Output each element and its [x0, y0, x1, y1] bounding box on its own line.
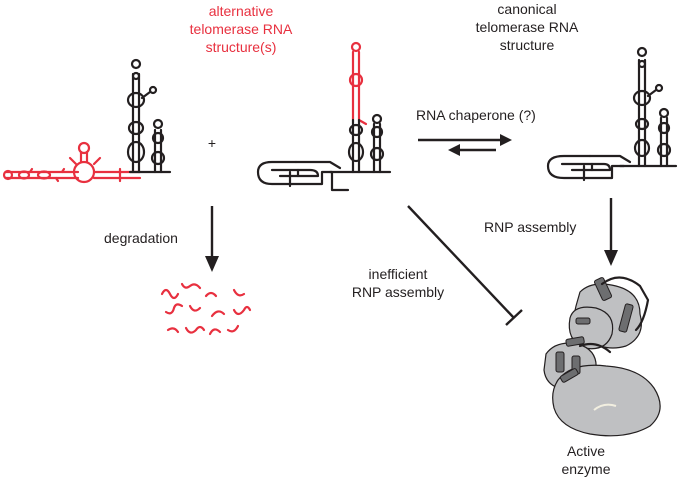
helix-7: [559, 368, 579, 383]
inefficient-label-line-2: RNP assembly: [352, 284, 444, 300]
helix-1: [593, 277, 613, 301]
canonical-label-line-1: canonical: [497, 1, 556, 17]
active-enzyme-label: Active enzyme: [561, 443, 610, 477]
plus-sign: +: [208, 135, 216, 151]
alternative-label-line-2: telomerase RNA: [190, 21, 293, 37]
alternative-rna-structure: [2, 58, 172, 184]
rnp-assembly-label: RNP assembly: [484, 219, 576, 235]
chaperone-equilibrium-arrows: [418, 134, 512, 156]
helix-3: [575, 317, 591, 325]
helix-4: [565, 336, 585, 347]
canonical-label-line-3: structure: [500, 37, 555, 53]
canonical-structure-label: canonical telomerase RNA structure: [476, 1, 579, 53]
inefficient-assembly-label: inefficient RNP assembly: [352, 266, 444, 300]
alternative-label-line-3: structure(s): [206, 39, 277, 55]
helix-5: [555, 351, 565, 373]
degradation-arrow: [205, 206, 219, 272]
active-label-line-1: Active: [567, 443, 605, 459]
alternative-label-line-1: alternative: [209, 3, 274, 19]
degraded-rna-fragments: [160, 282, 252, 336]
rna-thread-1: [600, 276, 650, 332]
active-label-line-2: enzyme: [561, 461, 610, 477]
helix-2: [618, 303, 634, 333]
chaperone-label: RNA chaperone (?): [416, 107, 536, 123]
canonical-label-line-2: telomerase RNA: [476, 19, 579, 35]
intermediate-rna-structure: [256, 41, 392, 192]
rna-template-strand: [593, 403, 617, 411]
active-enzyme-complex: [543, 276, 661, 437]
inefficient-label-line-1: inefficient: [369, 266, 428, 282]
alternative-structure-label: alternative telomerase RNA structure(s): [190, 3, 293, 55]
inhibition-line: [407, 205, 523, 326]
rnp-assembly-arrow: [604, 198, 618, 266]
degradation-label: degradation: [104, 230, 178, 246]
canonical-rna-structure: [546, 46, 678, 182]
rna-thread-2: [578, 342, 612, 354]
